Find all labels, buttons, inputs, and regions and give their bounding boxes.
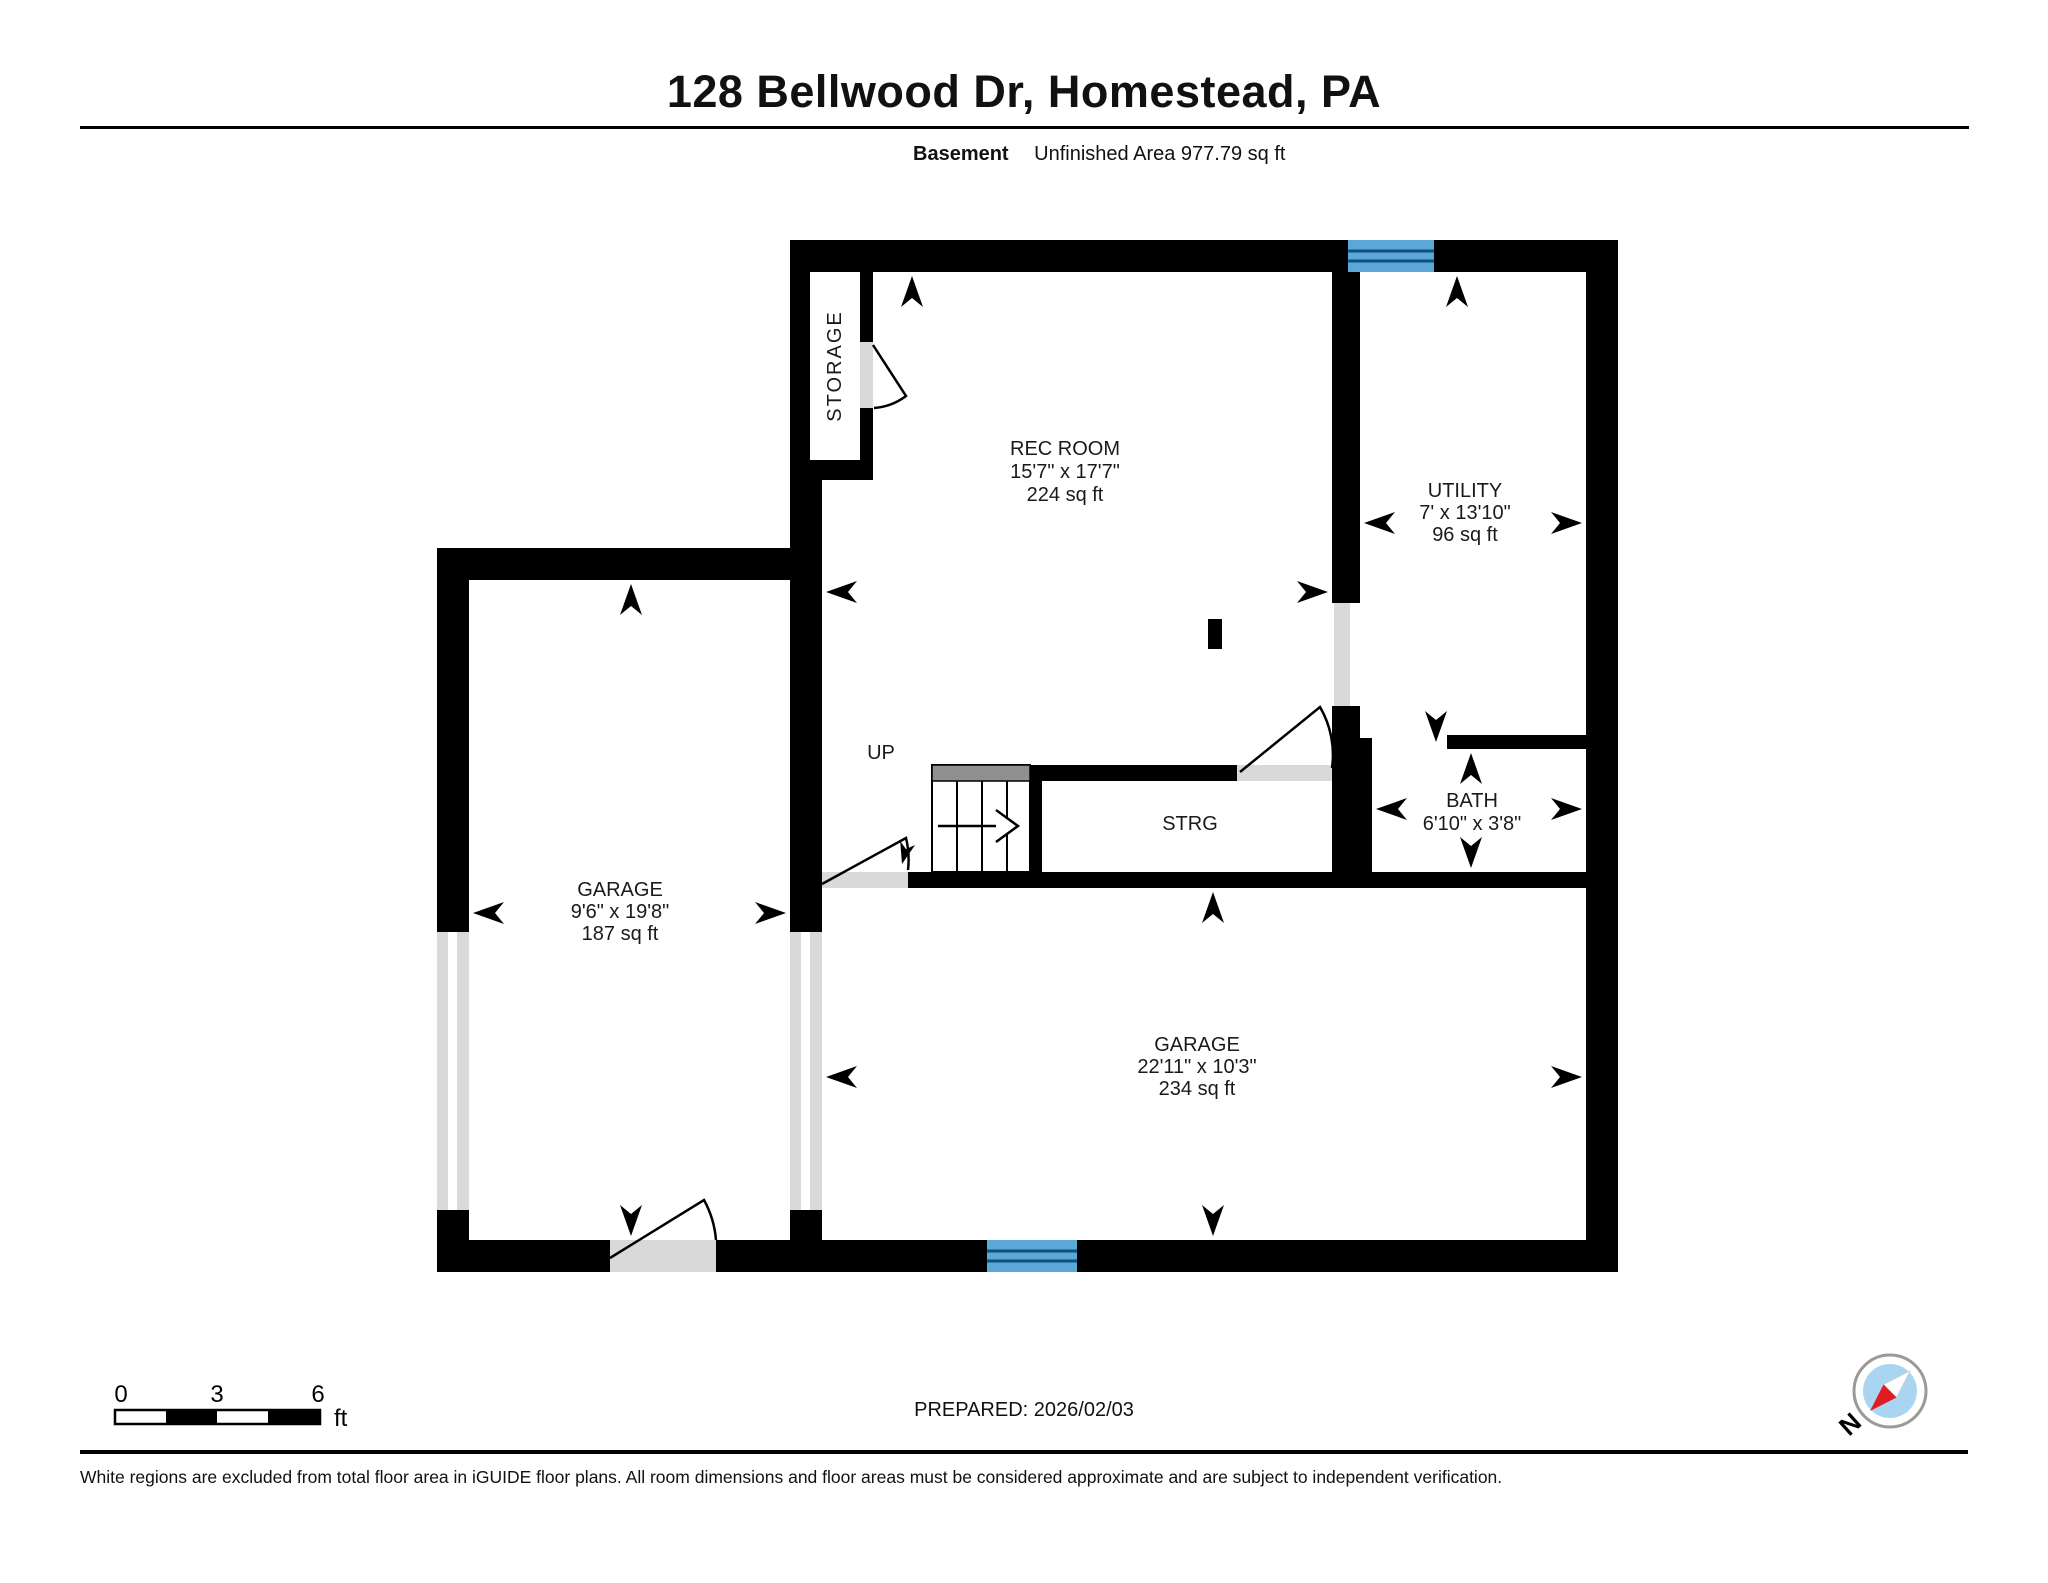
scale-tick-0: 0 xyxy=(114,1381,127,1408)
dim-arrow-left xyxy=(1364,512,1395,534)
window-top xyxy=(1348,240,1434,272)
wall-divider-upper xyxy=(1332,272,1360,603)
scale-bar: 0 3 6 ft xyxy=(113,1381,348,1432)
garage-entry-sill xyxy=(610,1240,716,1272)
wall-garage-top xyxy=(437,548,822,580)
dim-arrow-left xyxy=(1376,798,1407,820)
stair-direction-arrowhead xyxy=(995,808,1021,844)
dim-arrow-down xyxy=(1460,837,1482,868)
utility-dims: 7' x 13'10" xyxy=(1419,502,1510,524)
wall-bath-left-jog xyxy=(1360,738,1372,888)
garage-bottom-area: 234 sq ft xyxy=(1159,1078,1236,1100)
storage-door-swing xyxy=(871,344,908,410)
bath-dims: 6'10" x 3'8" xyxy=(1423,813,1522,835)
utility-name: UTILITY xyxy=(1428,480,1502,502)
windows xyxy=(987,240,1434,1272)
header-divider xyxy=(80,126,1969,129)
dim-arrow-up xyxy=(620,584,642,615)
dim-arrow-up xyxy=(1460,753,1482,784)
utility-opening-gray xyxy=(1334,603,1350,706)
garage-entry-swing xyxy=(609,1198,718,1260)
dim-arrow-down xyxy=(620,1205,642,1236)
dim-arrow-up xyxy=(1446,276,1468,307)
dim-arrow-up xyxy=(1202,892,1224,923)
dim-arrow-right xyxy=(1551,1066,1582,1088)
strg-door-swing xyxy=(1239,705,1335,773)
storage-interior xyxy=(810,272,860,460)
dim-arrow-right xyxy=(1297,581,1328,603)
storage-name: STORAGE xyxy=(824,310,846,421)
garage-left-dims: 9'6" x 19'8" xyxy=(571,901,670,923)
storage-niche xyxy=(790,272,873,480)
floor-area: Unfinished Area 977.79 sq ft xyxy=(1034,143,1286,165)
floor-name: Basement xyxy=(913,143,1009,165)
bath-name: BATH xyxy=(1446,790,1498,812)
rec-room-name: REC ROOM xyxy=(1010,438,1120,460)
room-labels: REC ROOM 15'7" x 17'7" 224 sq ft UTILITY… xyxy=(571,310,1522,1100)
wall-bath-top xyxy=(1447,735,1586,749)
rec-room-area: 224 sq ft xyxy=(1027,484,1104,506)
garage-left-name: GARAGE xyxy=(577,879,663,901)
dim-arrow-down xyxy=(1425,711,1447,742)
wall-right xyxy=(1586,240,1618,1272)
dim-arrow-right xyxy=(1551,798,1582,820)
staircase xyxy=(931,764,1031,873)
wall-garage-bottom-top xyxy=(790,872,1618,888)
stair-door-sill xyxy=(822,872,908,888)
dim-arrow-right xyxy=(755,902,786,924)
openings xyxy=(437,342,1360,1272)
garage-bottom-dims: 22'11" x 10'3" xyxy=(1137,1056,1256,1078)
dim-arrow-down xyxy=(1202,1205,1224,1236)
wall-stair-right xyxy=(1030,765,1042,872)
dim-arrow-left xyxy=(826,581,857,603)
disclaimer-text: White regions are excluded from total fl… xyxy=(80,1467,1503,1487)
wall-strg-top xyxy=(1030,765,1237,781)
dim-arrow-left xyxy=(826,1066,857,1088)
scale-bar-seg xyxy=(166,1410,217,1424)
page-title: 128 Bellwood Dr, Homestead, PA xyxy=(666,66,1382,117)
wall-top xyxy=(790,240,1618,272)
rec-room-dims: 15'7" x 17'7" xyxy=(1010,461,1120,483)
dim-arrow-up xyxy=(901,276,923,307)
garage-bottom-name: GARAGE xyxy=(1154,1034,1240,1056)
garage-left-area: 187 sq ft xyxy=(582,923,659,945)
stair-landing xyxy=(931,764,1031,782)
wall-stub xyxy=(1208,619,1222,649)
scale-tick-3: 3 xyxy=(210,1381,223,1408)
wall-divider-lower xyxy=(1332,706,1360,888)
dim-arrow-right xyxy=(1551,512,1582,534)
dim-arrow-left xyxy=(473,902,504,924)
utility-area: 96 sq ft xyxy=(1432,524,1498,546)
window-bottom xyxy=(987,1240,1077,1272)
stairs-up-label: UP xyxy=(867,742,895,764)
footer-divider xyxy=(80,1450,1968,1454)
walls xyxy=(437,240,1618,1272)
prepared-date: PREPARED: 2026/02/03 xyxy=(914,1399,1134,1421)
compass-needle-red xyxy=(1870,1384,1897,1411)
scale-tick-6: 6 xyxy=(311,1381,324,1408)
storage-bottom-wall xyxy=(790,460,873,480)
door-swing-arrow xyxy=(894,841,916,866)
strg-name: STRG xyxy=(1162,813,1218,835)
floor-subtitle: Basement Unfinished Area 977.79 sq ft xyxy=(913,143,1285,166)
storage-door-sill xyxy=(860,342,873,408)
garage-door-left-gap xyxy=(448,932,457,1210)
strg-door-sill xyxy=(1237,765,1332,781)
garage-opening-center-gap xyxy=(801,932,810,1210)
scale-bar-seg xyxy=(268,1410,320,1424)
scale-unit: ft xyxy=(334,1405,348,1432)
dimension-arrows xyxy=(473,276,1582,1236)
